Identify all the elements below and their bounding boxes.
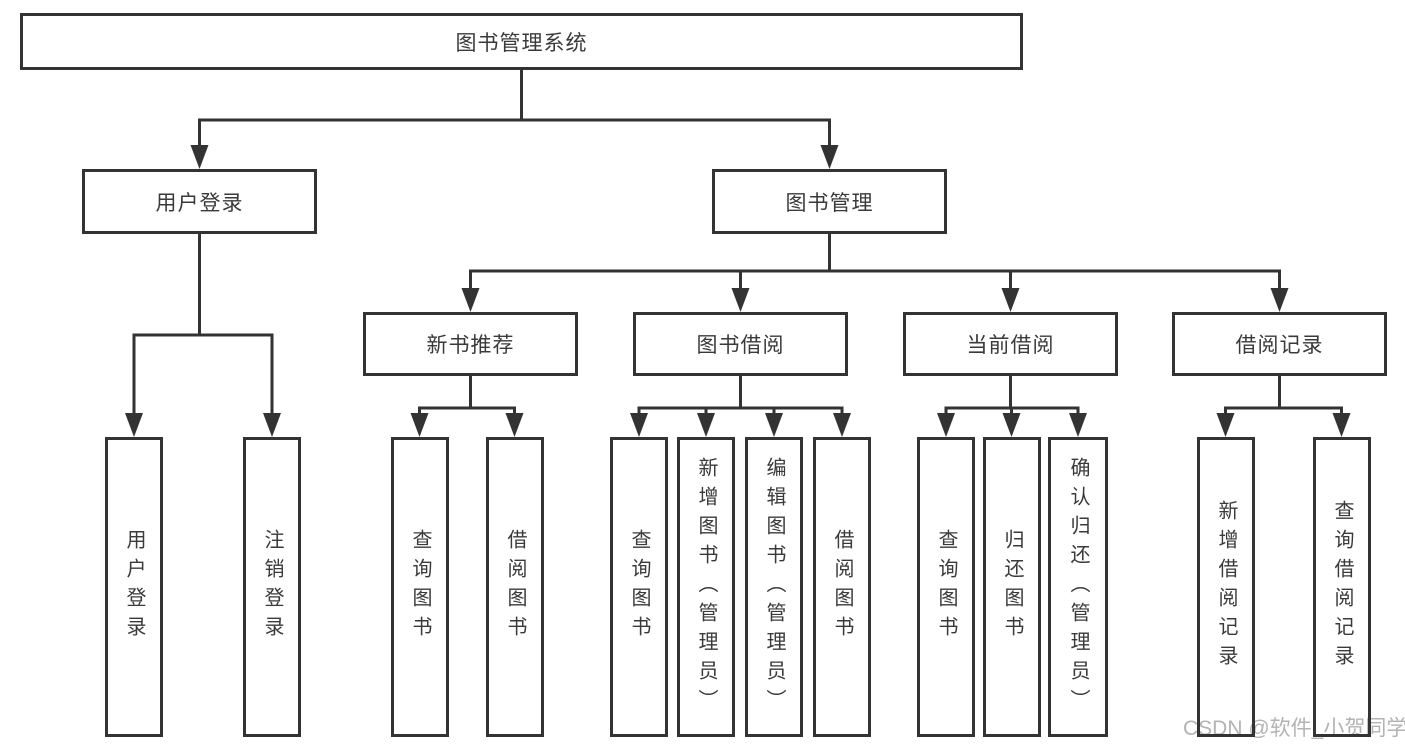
leaf-edit-book-admin: 编辑图书（管理员）	[745, 437, 803, 737]
node-book-management: 图书管理	[712, 169, 947, 234]
node-label: 借阅记录	[1235, 334, 1324, 357]
arrow-down-icon	[1001, 288, 1020, 312]
arrow-down-icon	[1002, 413, 1021, 437]
leaf-label: 新增借阅记录	[1215, 500, 1237, 674]
leaf-label: 编辑图书（管理员）	[763, 456, 785, 718]
leaf-label: 查询借阅记录	[1331, 500, 1353, 674]
arrow-down-icon	[630, 413, 648, 437]
connector-root-to-level2	[190, 68, 839, 169]
arrow-down-icon	[1069, 413, 1087, 437]
leaf-query-book-borrow: 查询图书	[610, 437, 668, 737]
connector-bookmgmt-to-level3	[461, 233, 1289, 312]
leaf-label: 查询图书	[409, 529, 431, 645]
arrow-down-icon	[461, 288, 480, 312]
connector-records-to-leaves	[1216, 375, 1351, 437]
arrow-down-icon	[820, 145, 839, 169]
connector-newbook-to-leaves	[410, 375, 524, 437]
csdn-watermark: CSDN @软件_小贺同学	[1183, 717, 1405, 740]
leaf-add-book-admin: 新增图书（管理员）	[677, 437, 735, 737]
arrow-down-icon	[1216, 413, 1235, 437]
arrow-down-icon	[410, 413, 429, 437]
node-current-borrow: 当前借阅	[903, 312, 1118, 376]
leaf-label: 查询图书	[628, 529, 650, 645]
connector-borrow-to-leaves	[630, 375, 851, 437]
node-new-book-recommend: 新书推荐	[363, 312, 578, 376]
node-label: 图书管理系统	[455, 31, 588, 55]
arrow-down-icon	[765, 413, 783, 437]
leaf-label: 新增图书（管理员）	[695, 456, 717, 718]
leaf-confirm-return-admin: 确认归还（管理员）	[1048, 437, 1108, 737]
connector-userlogin-to-leaves	[125, 233, 281, 437]
leaf-label: 确认归还（管理员）	[1067, 456, 1089, 718]
arrow-down-icon	[263, 413, 281, 437]
leaf-user-login: 用户登录	[105, 437, 163, 737]
arrow-down-icon	[190, 145, 209, 169]
leaf-return-book: 归还图书	[983, 437, 1041, 737]
arrow-down-icon	[697, 413, 715, 437]
leaf-label: 查询图书	[935, 529, 957, 645]
leaf-label: 归还图书	[1001, 529, 1023, 645]
arrow-down-icon	[125, 413, 143, 437]
node-user-login: 用户登录	[82, 169, 317, 234]
node-label: 用户登录	[155, 191, 244, 215]
node-label: 图书管理	[785, 191, 874, 215]
leaf-logout: 注销登录	[243, 437, 301, 737]
leaf-add-borrow-record: 新增借阅记录	[1197, 437, 1255, 737]
node-borrow-records: 借阅记录	[1172, 312, 1387, 376]
node-label: 当前借阅	[966, 334, 1055, 357]
node-label: 新书推荐	[426, 334, 515, 357]
node-book-borrow: 图书借阅	[633, 312, 848, 376]
leaf-label: 借阅图书	[504, 529, 526, 645]
arrow-down-icon	[731, 288, 750, 312]
node-library-management-system: 图书管理系统	[20, 13, 1023, 70]
arrow-down-icon	[833, 413, 851, 437]
leaf-query-book-current: 查询图书	[917, 437, 975, 737]
arrow-down-icon	[1270, 288, 1289, 312]
arrow-down-icon	[1332, 413, 1351, 437]
leaf-label: 注销登录	[261, 529, 283, 645]
leaf-query-book-recommend: 查询图书	[391, 437, 449, 737]
leaf-borrow-book-recommend: 借阅图书	[486, 437, 544, 737]
leaf-label: 借阅图书	[831, 529, 853, 645]
leaf-label: 用户登录	[123, 529, 145, 645]
leaf-borrow-book: 借阅图书	[813, 437, 871, 737]
arrow-down-icon	[505, 413, 524, 437]
connector-current-to-leaves	[937, 375, 1087, 437]
node-label: 图书借阅	[696, 334, 785, 357]
arrow-down-icon	[937, 413, 955, 437]
leaf-query-borrow-record: 查询借阅记录	[1313, 437, 1371, 737]
